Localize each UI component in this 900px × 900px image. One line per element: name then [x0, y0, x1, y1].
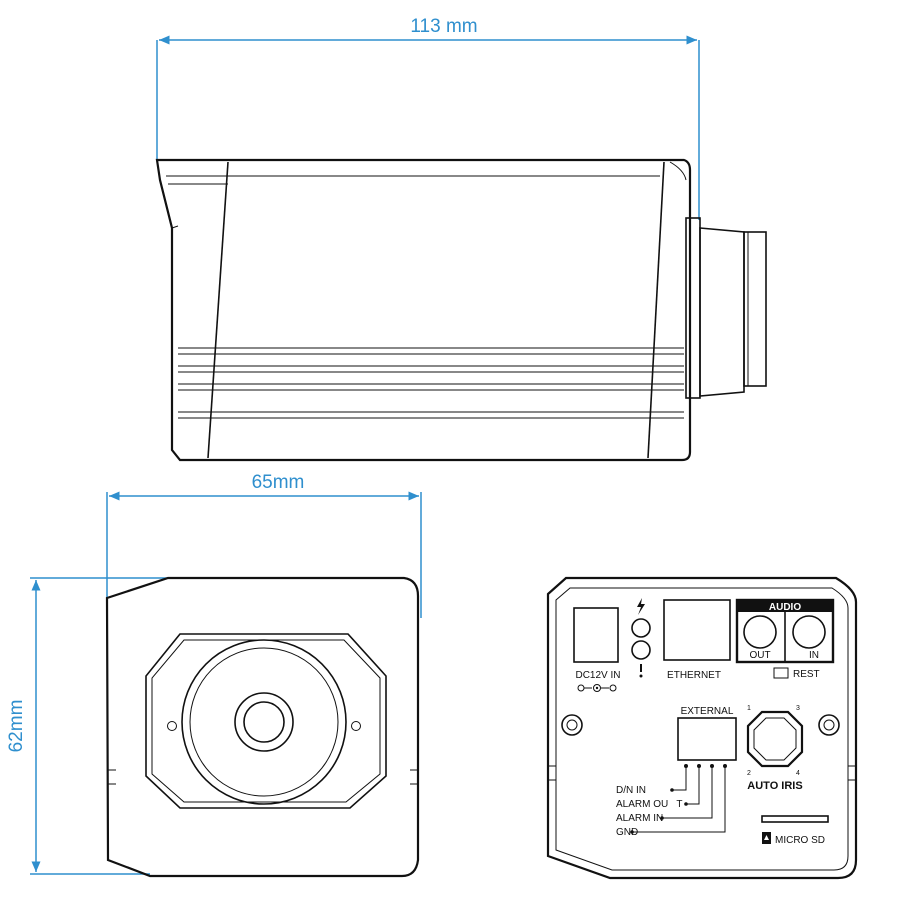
iris-socket — [746, 710, 804, 768]
terminal-block — [677, 717, 737, 761]
reset-button[interactable]: REST — [773, 667, 820, 680]
front-view — [105, 576, 420, 878]
power-led — [631, 618, 651, 638]
external-label: EXTERNAL — [681, 706, 734, 717]
rear-view: DC12V IN ETHERNET — [546, 576, 858, 880]
terminal-label-alarm-in: ALARM IN — [616, 813, 663, 824]
audio-block: AUDIO OUT IN — [735, 598, 835, 664]
terminal-label-alarm-out: ALARM OU T — [616, 799, 683, 810]
polarity-icon — [577, 684, 617, 692]
lens-front — [743, 231, 767, 387]
status-leds — [631, 598, 651, 678]
rear-housing — [546, 576, 858, 880]
front-screw-right — [351, 721, 361, 731]
length-label: 113 mm — [410, 16, 477, 37]
link-led — [631, 640, 651, 660]
rear-screw-left — [561, 714, 583, 736]
front-screw-left — [167, 721, 177, 731]
dimension-width: 65mm — [106, 472, 422, 618]
audio-header: AUDIO — [769, 602, 801, 613]
reset-switch[interactable] — [773, 667, 789, 679]
external-terminal[interactable]: EXTERNAL D/N IN ALARM OU T ALA — [616, 706, 737, 838]
housing-outline — [155, 158, 692, 462]
iris-pin-2: 2 — [747, 770, 751, 777]
rear-trim-line — [647, 161, 665, 459]
terminal-label-dn-in: D/N IN — [616, 785, 646, 796]
micro-sd-label: MICRO SD — [775, 835, 825, 846]
audio-in-jack[interactable] — [792, 615, 826, 649]
audio-out-label: OUT — [749, 650, 770, 661]
sd-slot[interactable] — [761, 815, 829, 823]
lens-inner-ring — [234, 692, 294, 752]
reset-label: REST — [793, 669, 820, 680]
terminal-label-gnd: GND — [616, 827, 638, 838]
exclamation-icon — [639, 664, 643, 678]
power-connector — [573, 607, 619, 663]
housing-ribs — [178, 347, 684, 419]
lightning-icon — [637, 598, 645, 615]
lens-outer-ring — [181, 639, 347, 805]
dimension-length: 113 mm — [156, 16, 700, 220]
iris-pin-4: 4 — [796, 770, 800, 777]
rear-screw-right — [818, 714, 840, 736]
height-label: 62mm — [6, 700, 27, 753]
front-bevel — [145, 633, 387, 809]
lens-glass — [243, 701, 285, 743]
width-label: 65mm — [252, 472, 305, 493]
terminal-leaders — [630, 766, 726, 834]
power-label: DC12V IN — [575, 670, 620, 681]
power-jack[interactable]: DC12V IN — [573, 607, 621, 692]
audio-in-label: IN — [809, 650, 819, 661]
ethernet-port[interactable]: ETHERNET — [663, 599, 731, 681]
dimension-height: 62mm — [6, 577, 170, 875]
terminal-pins — [684, 764, 727, 768]
audio-header-bar — [737, 600, 833, 612]
ethernet-label: ETHERNET — [667, 670, 721, 681]
front-housing — [105, 576, 420, 878]
lens-body — [699, 227, 745, 397]
audio-out-jack[interactable] — [743, 615, 777, 649]
iris-pin-3: 3 — [796, 705, 800, 712]
micro-sd-slot[interactable]: MICRO SD — [761, 815, 829, 846]
side-view — [155, 158, 767, 462]
ethernet-connector — [663, 599, 731, 661]
auto-iris-label: AUTO IRIS — [747, 780, 802, 792]
auto-iris-connector[interactable]: 1 2 3 4 AUTO IRIS — [746, 705, 804, 792]
iris-pin-1: 1 — [747, 705, 751, 712]
lens-mount-ring — [685, 217, 701, 399]
front-trim-line — [207, 161, 229, 459]
